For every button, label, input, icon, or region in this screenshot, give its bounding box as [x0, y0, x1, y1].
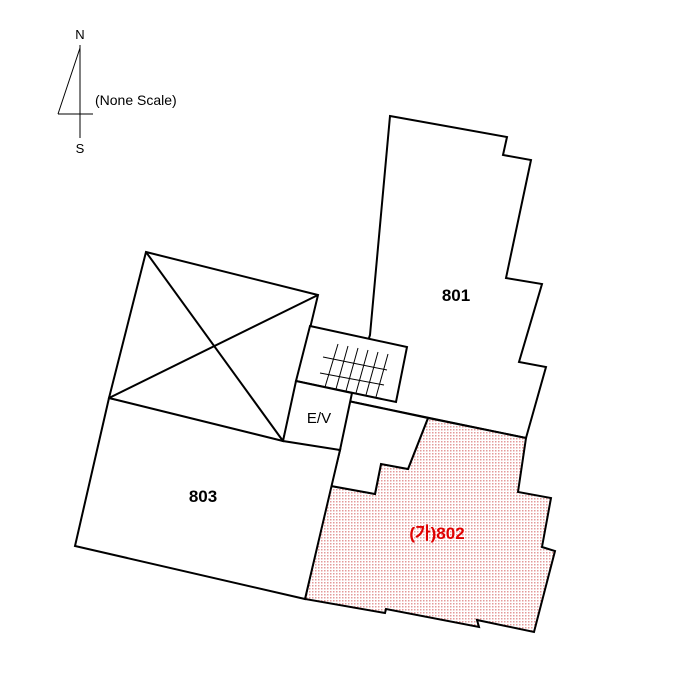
- elevator-label: E/V: [307, 410, 331, 427]
- north-label: N: [75, 27, 84, 42]
- unit-801-label: 801: [442, 286, 470, 305]
- scale-note: (None Scale): [95, 92, 177, 108]
- void-shaft: [107, 250, 320, 443]
- unit-802-label: (가)802: [409, 524, 464, 543]
- elevator-shaft: [281, 379, 354, 452]
- staircase: [294, 324, 409, 404]
- north-arrow-icon: [57, 45, 93, 138]
- south-label: S: [76, 141, 85, 156]
- unit-803-label: 803: [189, 487, 217, 506]
